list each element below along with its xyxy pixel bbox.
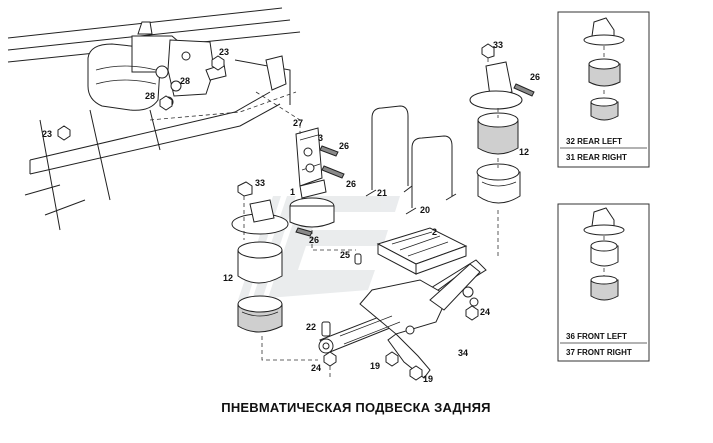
callout-12: 12	[223, 273, 233, 283]
callout-33: 33	[493, 40, 503, 50]
callout-12: 12	[519, 147, 529, 157]
callout-23: 23	[42, 129, 52, 139]
callout-24: 24	[311, 363, 321, 373]
callout-28: 28	[145, 91, 155, 101]
callout-20: 20	[420, 205, 430, 215]
bracket-1-3	[265, 55, 327, 199]
callout-3: 3	[318, 133, 323, 143]
inset-label-front-right: 37 FRONT RIGHT	[566, 348, 632, 357]
bolts-26	[295, 83, 535, 237]
callout-19: 19	[370, 361, 380, 371]
trailing-arm-34	[318, 259, 487, 379]
air-spring-right	[469, 43, 523, 204]
callout-24: 24	[480, 307, 490, 317]
inset-label-rear-left: 32 REAR LEFT	[566, 137, 622, 146]
nuts-lower	[159, 55, 479, 381]
callout-labels: 23 28 28 23 27 3 26 26 1 33 26 12 21 20 …	[42, 40, 540, 384]
callout-28: 28	[180, 76, 190, 86]
air-spring-centre	[289, 197, 335, 228]
leader-lines	[149, 58, 499, 380]
callout-2: 2	[432, 227, 437, 237]
pin-25	[354, 253, 362, 265]
callout-26: 26	[339, 141, 349, 151]
inset-rear: 32 REAR LEFT 31 REAR RIGHT	[557, 11, 650, 168]
callout-34: 34	[458, 348, 468, 358]
callout-22: 22	[306, 322, 316, 332]
callout-26: 26	[346, 179, 356, 189]
callout-19: 19	[423, 374, 433, 384]
callout-27: 27	[293, 118, 303, 128]
callout-25: 25	[340, 250, 350, 260]
vehicle-frame	[7, 7, 301, 231]
callout-26: 26	[530, 72, 540, 82]
callout-26: 26	[309, 235, 319, 245]
inset-front: 36 FRONT LEFT 37 FRONT RIGHT	[557, 203, 650, 362]
diagram-caption: ПНЕВМАТИЧЕСКАЯ ПОДВЕСКА ЗАДНЯЯ	[221, 400, 490, 415]
inset-label-rear-right: 31 REAR RIGHT	[566, 153, 627, 162]
spring-plate-2	[376, 227, 468, 275]
callout-33: 33	[255, 178, 265, 188]
inset-label-front-left: 36 FRONT LEFT	[566, 332, 627, 341]
nut-23-left	[57, 125, 71, 141]
air-spring-left	[231, 181, 289, 333]
callout-1: 1	[290, 187, 295, 197]
u-bolts-20-21	[365, 105, 457, 215]
callout-23: 23	[219, 47, 229, 57]
callout-21: 21	[377, 188, 387, 198]
